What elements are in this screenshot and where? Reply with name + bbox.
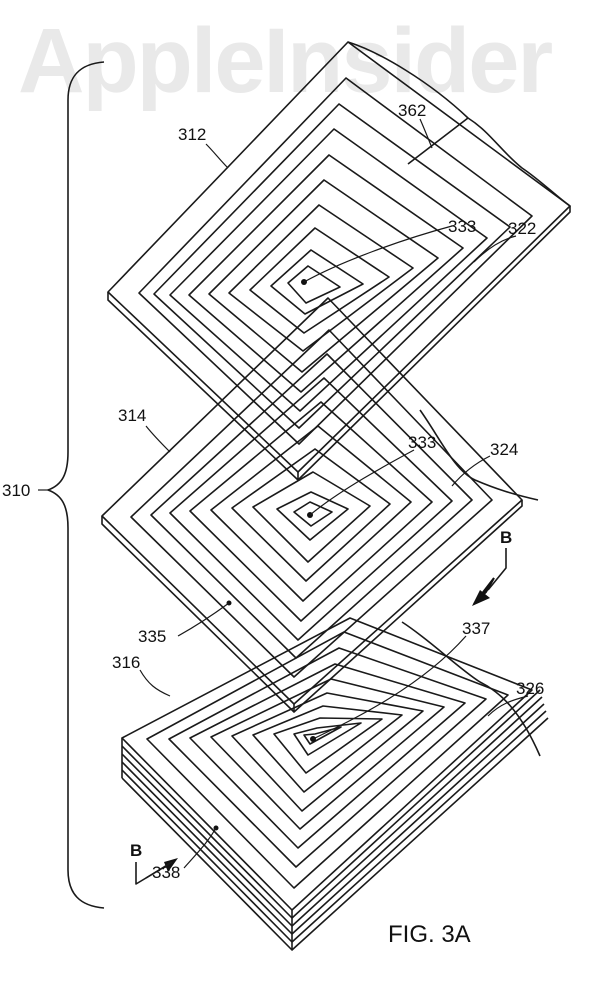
coil-316-turn (273, 717, 383, 774)
coil-312-turn (153, 103, 511, 429)
coil-312-turn (107, 41, 571, 473)
coil-314-turn (276, 491, 349, 541)
label-333-middle: 333 (408, 433, 436, 452)
section-arrow-b-top (472, 548, 507, 606)
label-326: 326 (516, 679, 544, 698)
coil-314-turn (252, 471, 371, 563)
leader-312 (205, 143, 229, 169)
label-b-top: B (500, 528, 512, 547)
coil-312 (107, 41, 571, 481)
flex-tail-324 (419, 409, 539, 501)
leader-316 (139, 669, 171, 697)
leader-326 (487, 695, 529, 717)
coil-314-turn (101, 297, 523, 705)
coil-312-turns (107, 41, 571, 473)
label-310: 310 (2, 481, 30, 500)
coil-316-turns (121, 617, 533, 911)
leader-324 (451, 455, 491, 487)
coil-314-turn (130, 329, 493, 678)
label-314: 314 (118, 406, 146, 425)
coil-314-layer (293, 500, 523, 713)
coil-312-turn (208, 179, 439, 373)
watermark: AppleInsider (18, 10, 552, 112)
leader-337 (312, 635, 467, 740)
coil-316-turn (168, 647, 487, 868)
flex-tail-326 (401, 621, 541, 757)
label-337: 337 (462, 619, 490, 638)
coil-316-stack-layer (121, 689, 541, 919)
coil-314-turn (169, 377, 453, 641)
coil-312-turn (138, 77, 533, 445)
label-333-top: 333 (448, 217, 476, 236)
label-338: 338 (152, 863, 180, 882)
coil-312-layer (107, 292, 299, 481)
coil-316-turn (231, 692, 424, 812)
coil-312-turn (270, 249, 364, 315)
label-312: 312 (178, 125, 206, 144)
leader-335 (177, 602, 230, 637)
coil-312-turn (287, 265, 341, 304)
coil-316 (121, 617, 549, 951)
coil-314-layer (101, 516, 295, 713)
coil-314-turn (210, 425, 412, 602)
coil-312-turn (169, 128, 488, 412)
coil-312-turn (188, 154, 464, 393)
leader-333-middle (309, 449, 415, 516)
coil-316-turn (252, 705, 403, 793)
leader-322 (473, 235, 517, 263)
leader-362 (419, 118, 433, 149)
leader-314 (145, 425, 171, 453)
label-b-bottom: B (130, 841, 142, 860)
label-322: 322 (508, 219, 536, 238)
leader-333-top (303, 225, 453, 283)
coil-316-turn (146, 631, 509, 889)
coil-316-turn (293, 722, 362, 756)
coil-314-turn (189, 401, 433, 622)
section-arrow-b-bottom (135, 858, 178, 885)
label-335: 335 (138, 627, 166, 646)
leader-338 (183, 827, 217, 869)
coil-316-turn (121, 617, 533, 911)
coil-312-turn (249, 227, 390, 334)
coil-314-turn (293, 501, 333, 527)
coil-316-turn (189, 663, 466, 849)
label-324: 324 (490, 440, 518, 459)
flex-tail-362 (347, 41, 571, 207)
coil-312-turn (228, 204, 414, 352)
assembly-brace (47, 61, 105, 909)
figure-label: FIG. 3A (388, 921, 471, 948)
coil-316-turn (210, 678, 445, 830)
coil-312-layer (297, 206, 571, 481)
coil-312-lead (407, 117, 469, 165)
label-316: 316 (112, 653, 140, 672)
label-362: 362 (398, 101, 426, 120)
coil-314-turn (231, 448, 391, 582)
